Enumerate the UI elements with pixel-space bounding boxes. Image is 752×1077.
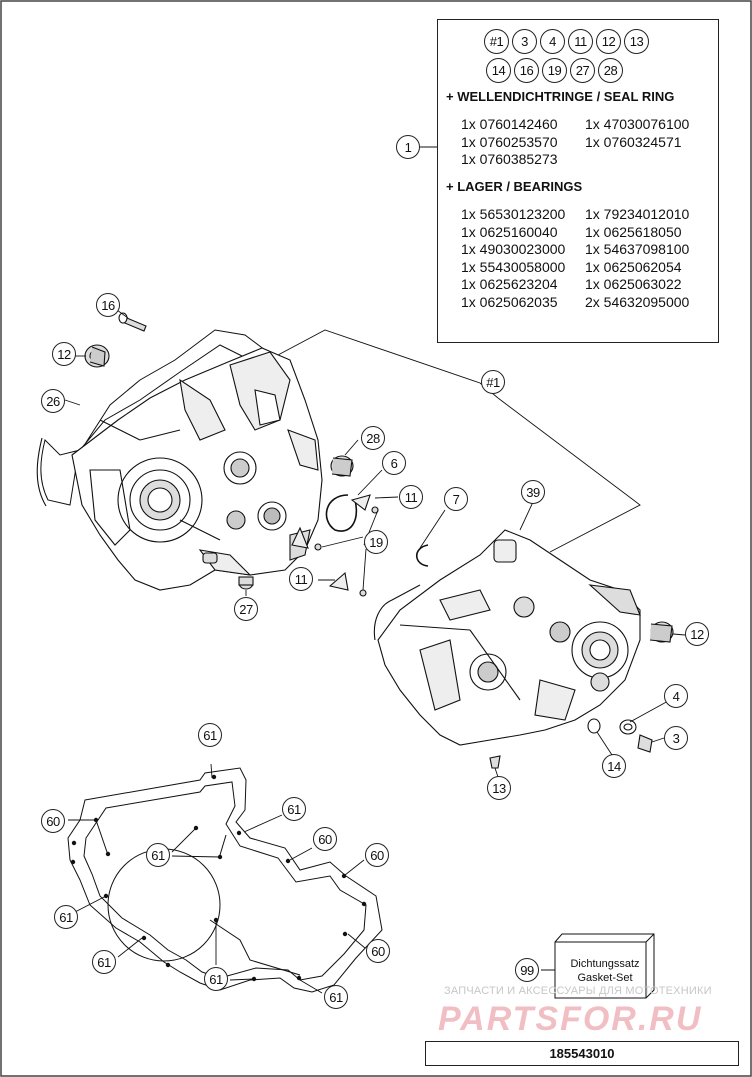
gasket-set-label: Dichtungssatz Gasket-Set [556,957,654,985]
right-small-parts [489,621,674,769]
callout-c99: 99 [515,958,539,982]
part-number: 1x 54637098100 [585,241,690,257]
callout-g61f: 61 [204,967,228,991]
ref-badge: 27 [570,58,595,83]
drawing-number-text: 185543010 [549,1046,615,1061]
callout-g61a: 61 [198,723,222,747]
callout-c27: 27 [234,597,258,621]
left-crankcase-half [36,329,323,591]
callout-g60a: 60 [41,809,65,833]
callout-c6: 6 [382,451,406,475]
callout-g60d: 60 [366,939,390,963]
part-number: 1x 0625618050 [585,223,682,240]
callout-c1b: #1 [481,370,505,394]
part-number: 1x 47030076100 [585,116,690,132]
gasket-set-line-2: Gasket-Set [577,972,633,984]
ref-row-1: #1 3 4 11 12 13 [484,29,649,54]
callout-c12a: 12 [52,342,76,366]
bearings-part-list: 1x 56530123200 1x 79234012010 1x 0625160… [461,206,715,311]
callout-g61c: 61 [146,843,170,867]
gasket-set-line-1: Dichtungssatz [570,958,640,970]
callout-g61b: 61 [282,797,306,821]
callout-g61g: 61 [324,985,348,1009]
part-number: 1x 0625063022 [585,276,682,292]
part-number: 1x 0625062035 [461,293,558,310]
callout-g61e: 61 [92,950,116,974]
ref-badge: 13 [624,29,649,54]
part-number: 2x 54632095000 [585,293,690,310]
ref-badge: 14 [486,58,511,83]
callout-g61d: 61 [54,905,78,929]
callout-c1: 1 [396,135,420,159]
part-number: 1x 49030023000 [461,241,566,257]
callout-c14: 14 [602,754,626,778]
callout-c3: 3 [664,726,688,750]
ref-badge: 28 [598,58,623,83]
part-number [585,151,715,169]
callout-c26: 26 [41,389,65,413]
callout-c13: 13 [487,776,511,800]
seal-ring-part-list: 1x 0760142460 1x 47030076100 1x 07602535… [461,116,715,169]
callout-c28: 28 [361,426,385,450]
part-number: 1x 0625062054 [585,258,682,275]
part-number: 1x 56530123200 [461,206,566,222]
ref-row-2: 14 16 19 27 28 [486,58,623,83]
ref-badge: 12 [596,29,621,54]
part-number: 1x 0760142460 [461,116,558,132]
part-number: 1x 0760324571 [585,133,682,150]
callout-c11b: 11 [289,567,313,591]
kit-contents-box: #1 3 4 11 12 13 14 16 19 27 28 + WELLEND… [437,19,719,343]
part-number: 1x 0760253570 [461,133,558,150]
callout-g60c: 60 [365,843,389,867]
drawing-number: 185543010 [425,1041,739,1066]
ref-badge: 16 [514,58,539,83]
ref-badge: 19 [542,58,567,83]
callout-c4: 4 [664,684,688,708]
part-number: 1x 0760385273 [461,151,558,167]
ref-badge: 4 [540,29,565,54]
base-gasket [67,767,383,993]
ref-badge: #1 [484,29,509,54]
ref-badge: 11 [568,29,593,54]
seal-ring-heading: + WELLENDICHTRINGE / SEAL RING [446,89,675,104]
ref-badge: 3 [512,29,537,54]
watermark-tagline: ЗАПЧАСТИ И АКСЕССУАРЫ ДЛЯ МОТОТЕХНИКИ [444,985,712,997]
callout-c39: 39 [521,480,545,504]
gasket-set-box [541,933,655,999]
right-crankcase-half [373,529,641,746]
callout-c11a: 11 [399,485,423,509]
leader-lines [64,146,686,994]
callout-c7: 7 [444,487,468,511]
watermark-brand: PARTSFOR.RU [438,1000,703,1038]
callout-c19: 19 [364,530,388,554]
part-number: 1x 55430058000 [461,258,566,275]
left-small-parts [84,312,429,597]
part-number: 1x 0625623204 [461,276,558,292]
bearings-heading: + LAGER / BEARINGS [446,179,583,194]
callout-g60b: 60 [313,827,337,851]
part-number: 1x 0625160040 [461,223,558,240]
callout-c12b: 12 [685,622,709,646]
callout-c16: 16 [96,293,120,317]
part-number: 1x 79234012010 [585,206,690,222]
